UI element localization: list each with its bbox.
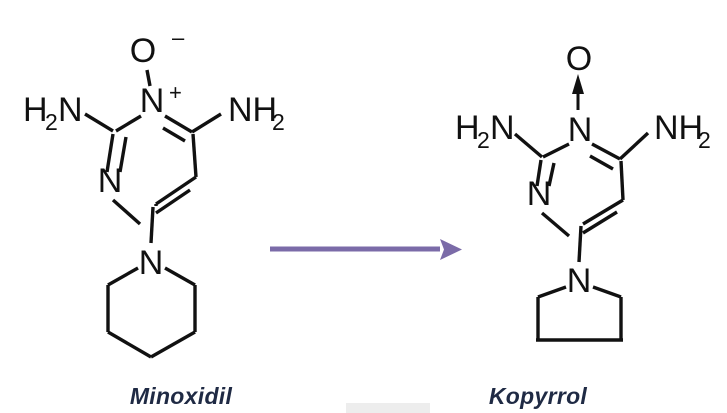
bond-c6-c5: [191, 133, 198, 178]
bond-pip-n-left: [107, 266, 139, 287]
ring-nitrogen-1-label: N: [140, 82, 165, 120]
bond-c2-n3-outer-product: [535, 159, 543, 187]
oxide-charge-minus: –: [172, 25, 185, 50]
minoxidil-structure: – O N + H 2 N NH 2 N: [23, 25, 285, 409]
bond-n1-c6-inner-product: [589, 154, 614, 171]
amine-left-subscript-2-product: 2: [477, 127, 490, 153]
bond-c4-pyrrolidine-n-product: [577, 225, 583, 263]
bond-c4-piperidine-n: [149, 206, 155, 244]
amine-right-NH: NH: [228, 91, 277, 129]
bond-o-to-n-plus: [145, 69, 152, 87]
bond-c2-n1-product: [542, 142, 570, 159]
piperidine-nitrogen-label: N: [139, 244, 164, 282]
bond-c6-c5-product: [619, 160, 625, 201]
amine-right-NH-product: NH: [654, 109, 703, 147]
bond-c5-c4-inner-product: [582, 210, 618, 235]
bond-c2-n3-outer: [105, 133, 115, 173]
arrow-head: [440, 239, 462, 260]
oxide-oxygen-label: O: [130, 32, 156, 70]
kopyrrol-structure: O N H 2 N NH 2 N: [455, 40, 711, 409]
amine-right-subscript-2-product: 2: [698, 127, 711, 153]
amine-left-H: H: [23, 91, 48, 129]
watermark-remnant: [346, 403, 430, 413]
bond-n1-c6-inner: [162, 126, 186, 143]
bond-c5-c4-outer: [155, 175, 197, 206]
ring-nitrogen-1-charge-plus: +: [169, 80, 182, 105]
bond-pyr-n-right: [592, 285, 622, 299]
ring-nitrogen-3-label: N: [98, 162, 123, 200]
bond-c2-n3-inner: [118, 136, 128, 173]
oxide-oxygen-label-product: O: [566, 40, 592, 78]
bond-c6-amine-right-product: [618, 131, 650, 161]
bond-c5-c4-inner: [155, 188, 191, 215]
amine-left-N-product: N: [490, 109, 515, 147]
bond-c6-amine-right: [191, 112, 222, 134]
reactant-name-label: Minoxidil: [130, 383, 233, 409]
amine-left-H-product: H: [455, 109, 480, 147]
amine-left-N: N: [58, 91, 83, 129]
bond-n1-c6-outer: [164, 114, 193, 134]
ring-nitrogen-1-label-product: N: [568, 111, 593, 149]
amine-right-subscript-2: 2: [272, 109, 285, 135]
bond-c2-n1: [115, 114, 142, 133]
reaction-arrow: [270, 239, 462, 260]
product-name-label: Kopyrrol: [489, 383, 588, 409]
amine-left-subscript-2: 2: [45, 109, 58, 135]
bond-c5-c4-outer-product: [582, 198, 624, 226]
bond-n1-c6-outer-product: [591, 142, 621, 161]
bond-n3-c4-product: [540, 211, 571, 238]
bond-pip-n-right: [164, 266, 196, 287]
bond-amine-left-to-c2: [84, 112, 114, 133]
bond-c2-n3-inner-product: [547, 162, 556, 187]
bond-n3-c6: [111, 198, 142, 226]
bond-amine-left-to-c2-product: [513, 132, 544, 159]
bond-pip-bottom-left: [107, 330, 152, 359]
bond-pyr-n-left: [537, 285, 567, 299]
pyrrolidine-nitrogen-label: N: [567, 262, 592, 300]
bond-pip-bottom-right: [150, 330, 196, 359]
dative-bond-arrowhead: [572, 74, 584, 94]
